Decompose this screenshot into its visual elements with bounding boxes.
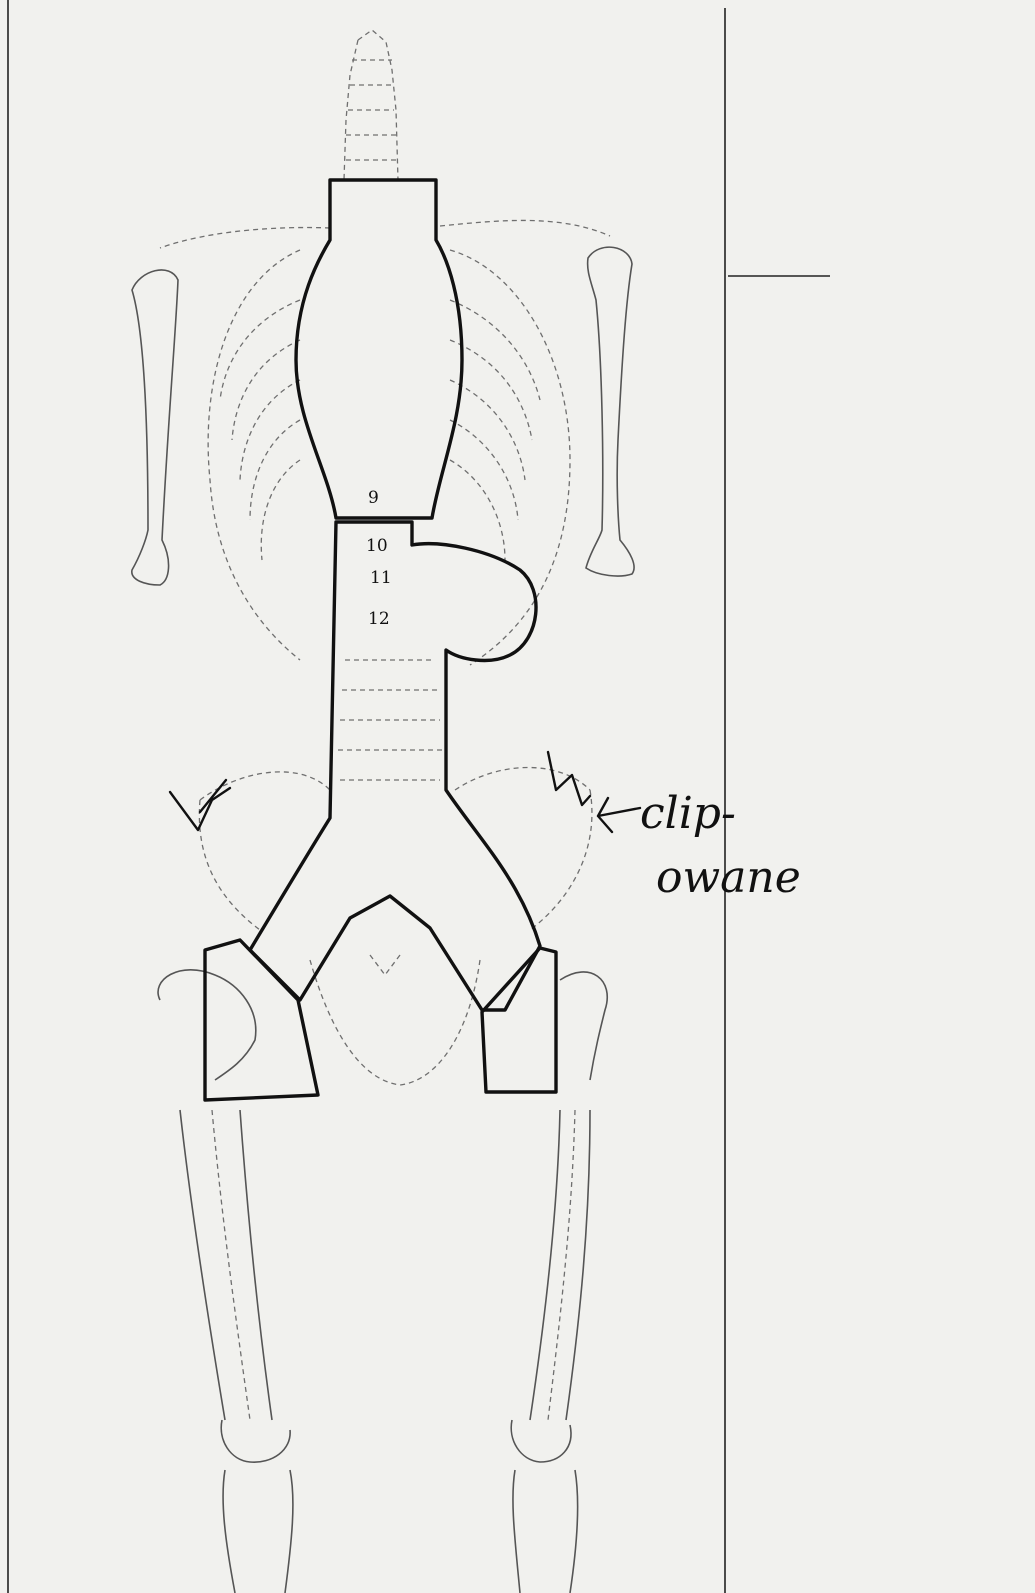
left-humerus (132, 270, 178, 585)
clavicle-right (440, 220, 610, 236)
cervical-spine (344, 30, 398, 180)
clavicle-left (160, 228, 330, 248)
left-femur-head (158, 970, 256, 1080)
right-iliac-limb (482, 948, 556, 1092)
left-tibia (223, 1470, 293, 1593)
annotation-clip: clip- (640, 788, 736, 839)
thoracic-stent-graft (296, 180, 462, 518)
left-knee (221, 1420, 290, 1462)
vertebra-label-11: 11 (370, 568, 392, 588)
right-femur (530, 1110, 590, 1420)
rib-cage (208, 250, 570, 665)
annotation-arrow (598, 798, 640, 832)
annotation-owane: owane (656, 852, 801, 903)
stent-graft-drawing (205, 180, 556, 1100)
right-knee (511, 1420, 571, 1462)
right-femur-head (560, 972, 607, 1080)
left-femur (180, 1110, 272, 1420)
vertebra-label-9: 9 (368, 488, 379, 508)
lumbar-spine (338, 660, 442, 780)
right-clip-tick (548, 752, 590, 805)
vertebra-label-12: 12 (368, 609, 390, 629)
right-humerus (586, 247, 634, 576)
abdominal-main-body (250, 522, 540, 1010)
right-tibia (513, 1470, 578, 1593)
vertebra-label-10: 10 (366, 536, 388, 556)
